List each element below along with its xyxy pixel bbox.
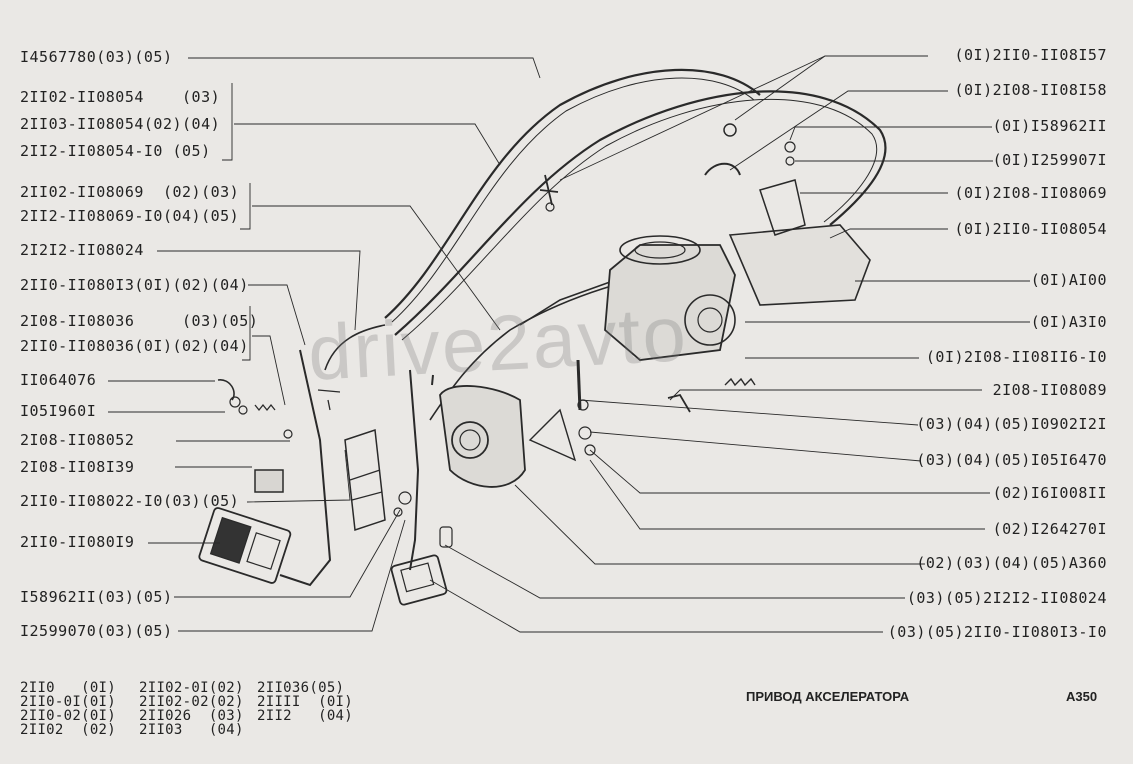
clip-upper xyxy=(704,162,741,176)
footer-model-entry: 2II036(05) xyxy=(257,680,345,696)
right-callout-label: 2I08-II08089 xyxy=(992,381,1107,399)
diagram-title: ПРИВОД АКСЕЛЕРАТОРА xyxy=(746,689,910,704)
left-callout-label: 2II0-II080I3(0I)(02)(04) xyxy=(20,276,249,294)
rubber-block xyxy=(254,469,284,493)
left-callout-label: 2II02-II08069 (02)(03) xyxy=(20,183,240,201)
throttle-cable-1 xyxy=(384,68,761,319)
throttle-cable-2-inner xyxy=(401,98,878,341)
footer-model-entry: 2II03 (04) xyxy=(139,722,244,738)
left-callout-label: I58962II(03)(05) xyxy=(20,588,173,606)
left-callout-label: 2II03-II08054(02)(04) xyxy=(20,115,221,133)
pedal-arm-right xyxy=(409,369,420,571)
footer-model-entry: 2II0-02(0I) xyxy=(20,708,117,724)
right-callout-label: (0I)A3I0 xyxy=(1030,313,1107,331)
return-spring xyxy=(724,377,756,387)
right-callout-label: (0I)2I08-II08II6-I0 xyxy=(925,348,1107,366)
left-callout-label: 2I08-II08052 xyxy=(20,431,135,449)
footer-model-entry: 2II02-0I(02) xyxy=(139,680,244,696)
left-callout-label: 2I08-II08036 (03)(05) xyxy=(20,312,259,330)
air-filter-cover xyxy=(728,224,871,306)
carburetor xyxy=(604,244,736,361)
footer-model-entry: 2II0-0I(0I) xyxy=(20,694,117,710)
right-callout-label: (02)I6I008II xyxy=(992,484,1107,502)
footer-model-entry: 2II0 (0I) xyxy=(20,680,117,696)
right-callout-label: (0I)I259907I xyxy=(992,151,1107,169)
left-callout-label: 2II02-II08054 (03) xyxy=(20,88,221,106)
right-callout-label: (02)(03)(04)(05)A360 xyxy=(916,554,1107,572)
right-callout-label: (03)(05)2I2I2-II08024 xyxy=(906,589,1107,607)
left-callout-label: 2II0-II080I9 xyxy=(20,533,135,551)
footer-model-entry: 2II026 (03) xyxy=(139,708,244,724)
left-callout-label: 2II0-II08022-I0(03)(05) xyxy=(20,492,240,510)
bracket-upper xyxy=(759,179,806,236)
bracket xyxy=(344,428,386,532)
left-callout-label: I05I960I xyxy=(20,402,97,420)
footer-model-entry: 2II2 (04) xyxy=(257,708,354,724)
right-callout-label: (0I)I58962II xyxy=(992,117,1107,135)
pedal-pad-right xyxy=(390,554,448,606)
throttle-cable-1-inner xyxy=(391,77,755,323)
right-callout-label: (0I)2II0-II08I57 xyxy=(954,46,1107,64)
left-callout-label: 2I2I2-II08024 xyxy=(20,241,144,259)
footer-column-3: 2II036(05)2IIII (0I)2II2 (04) xyxy=(257,681,353,723)
left-callout-label: 2II2-II08069-I0(04)(05) xyxy=(20,207,240,225)
cable-to-carb xyxy=(519,281,611,326)
page-code: A350 xyxy=(1066,689,1098,704)
footer-column-1: 2II0 (0I)2II0-0I(0I)2II0-02(0I)2II02 (02… xyxy=(20,681,116,737)
right-callout-label: (0I)2II0-II08054 xyxy=(954,220,1107,238)
right-callout-label: (02)I264270I xyxy=(992,520,1107,538)
throttle-body xyxy=(439,385,526,488)
right-callout-label: (03)(04)(05)I0902I2I xyxy=(916,415,1107,433)
right-callout-label: (03)(04)(05)I05I6470 xyxy=(916,451,1107,469)
left-callout-label: I2599070(03)(05) xyxy=(20,622,173,640)
footer-model-entry: 2IIII (0I) xyxy=(257,694,354,710)
footer-model-entry: 2II02 (02) xyxy=(20,722,117,738)
left-callout-label: 2II0-II08036(0I)(02)(04) xyxy=(20,337,249,355)
right-callout-label: (0I)AI00 xyxy=(1030,271,1107,289)
right-callout-label: (0I)2I08-II08069 xyxy=(954,184,1107,202)
footer-column-2: 2II02-0I(02)2II02-02(02)2II026 (03)2II03… xyxy=(139,681,244,737)
pedal-pad-left xyxy=(198,507,292,584)
right-callout-label: (0I)2I08-II08I58 xyxy=(954,81,1107,99)
footer-model-entry: 2II02-02(02) xyxy=(139,694,244,710)
left-callout-label: I4567780(03)(05) xyxy=(20,48,173,66)
left-callout-label: 2II2-II08054-I0 (05) xyxy=(20,142,211,160)
left-callout-label: II064076 xyxy=(20,371,97,389)
pedal-arm-left xyxy=(279,349,332,587)
left-callout-label: 2I08-II08I39 xyxy=(20,458,135,476)
throttle-cable-2 xyxy=(394,90,887,336)
right-callout-label: (03)(05)2II0-II080I3-I0 xyxy=(887,623,1107,641)
